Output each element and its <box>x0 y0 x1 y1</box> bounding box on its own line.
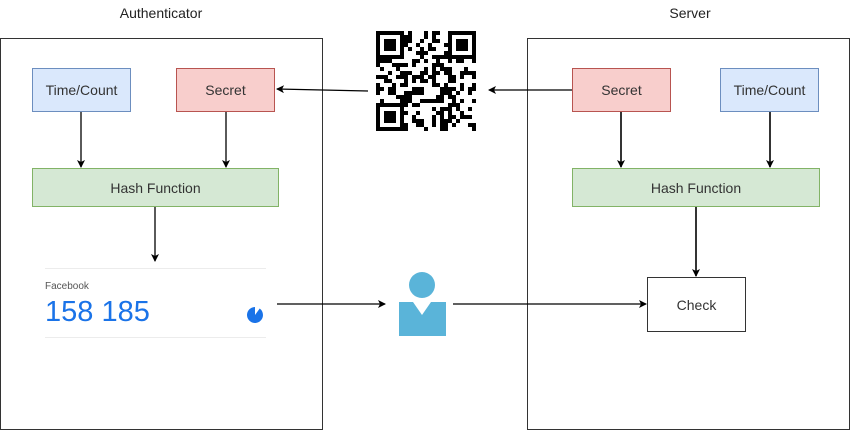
authenticator-title: Authenticator <box>119 5 203 21</box>
auth-time-count-box: Time/Count <box>32 68 131 112</box>
server-hash-function-box: Hash Function <box>572 168 820 207</box>
otp-account-name: Facebook <box>45 281 89 292</box>
user-icon <box>399 272 446 336</box>
otp-card: Facebook 158 185 <box>45 268 266 338</box>
server-check-box: Check <box>647 277 746 332</box>
server-time-count-box: Time/Count <box>720 68 819 112</box>
otp-card-bottom-divider <box>45 337 266 338</box>
server-secret-box: Secret <box>572 68 671 112</box>
otp-timer-icon <box>246 307 263 323</box>
qr-code-icon <box>376 31 476 131</box>
otp-timer-remaining <box>246 307 263 323</box>
auth-secret-box: Secret <box>176 68 275 112</box>
otp-code: 158 185 <box>45 296 150 328</box>
arrow-qr-to-auth-secret <box>276 85 369 94</box>
server-title: Server <box>669 5 711 21</box>
otp-card-top-divider <box>45 268 266 269</box>
auth-hash-function-box: Hash Function <box>32 168 279 207</box>
